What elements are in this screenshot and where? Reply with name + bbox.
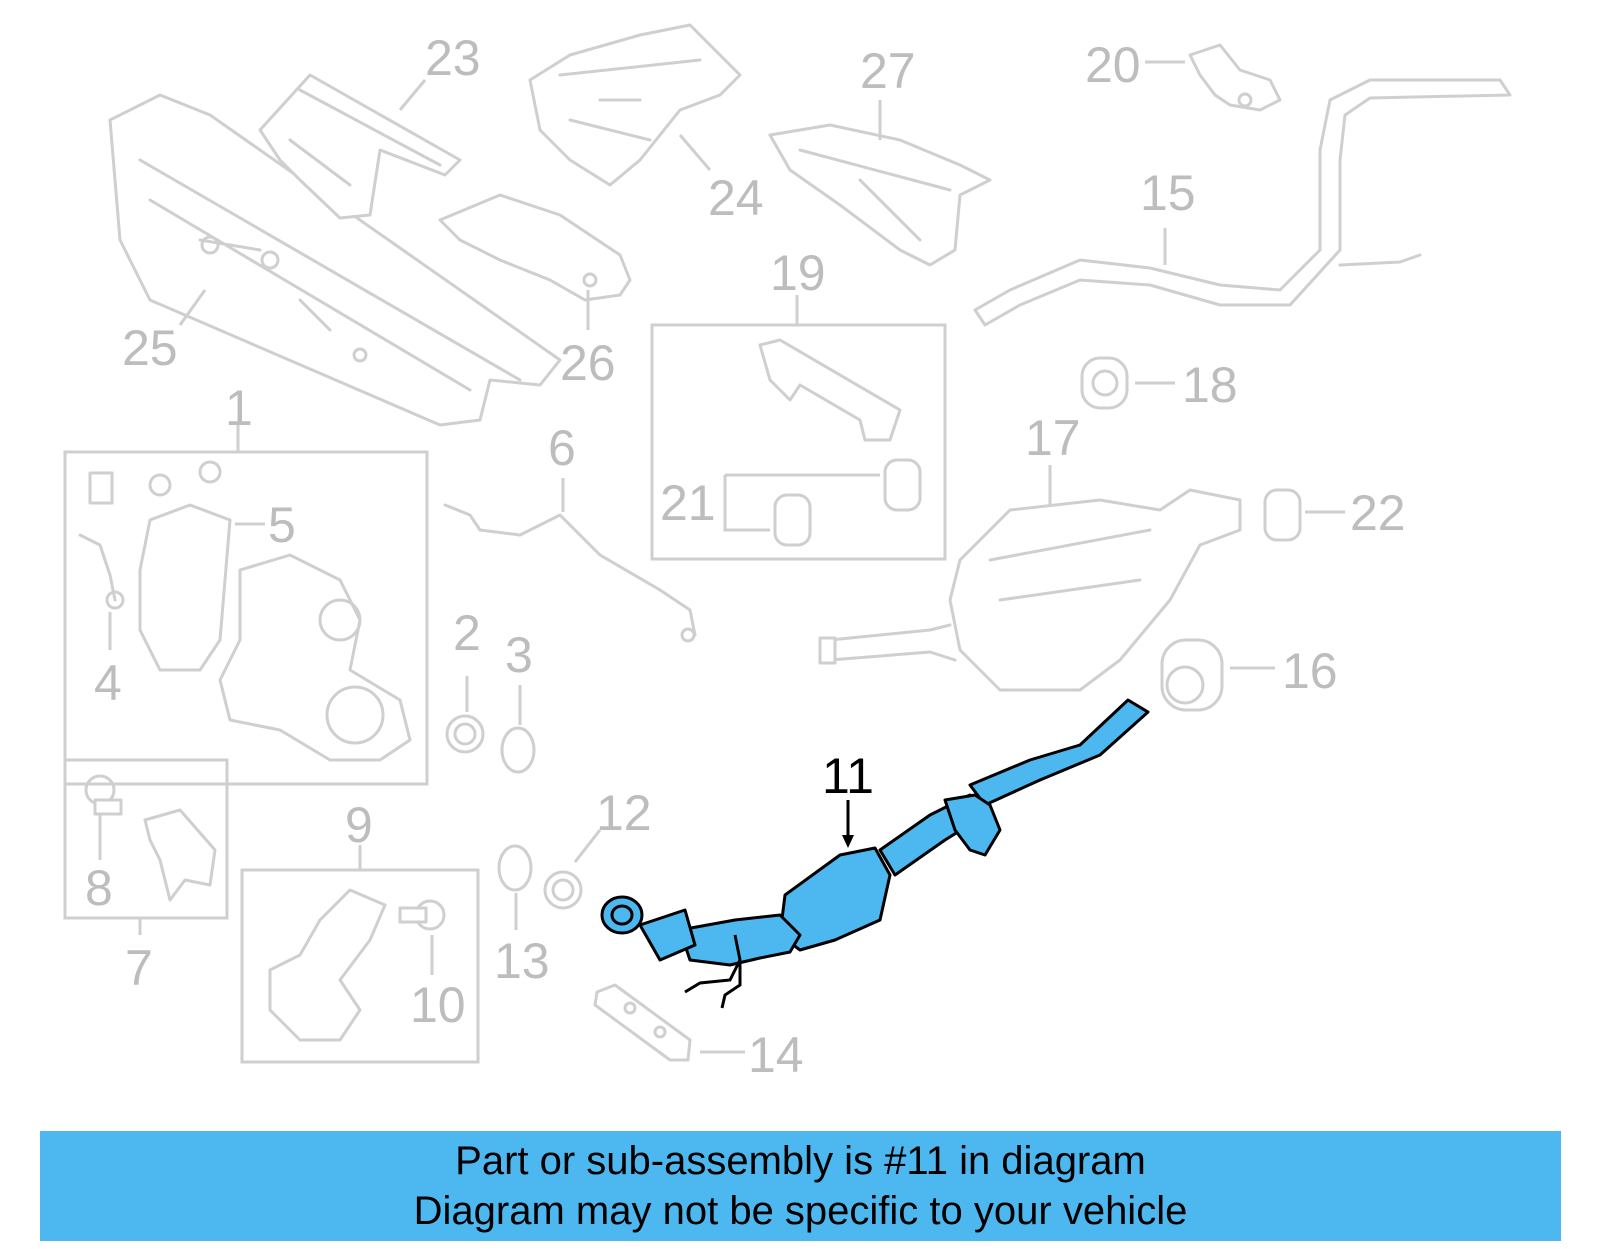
callout-11: 11: [822, 748, 874, 804]
callout-20: 20: [1085, 37, 1141, 93]
part-10-bolt[interactable]: [398, 899, 446, 931]
part-21-insulator[interactable]: [773, 458, 922, 547]
part-12-clamp[interactable]: [543, 870, 583, 910]
part-16-clamp[interactable]: [1160, 638, 1224, 712]
box-1: [63, 450, 429, 786]
callout-19: 19: [770, 245, 826, 301]
part-27-heat-shield[interactable]: [768, 123, 992, 267]
callout-9: 9: [345, 797, 373, 853]
callout-8: 8: [85, 860, 113, 916]
parts-diagram: 25 23 24 26 27 20 15 19: [63, 23, 1512, 1083]
part-5-heat-shield[interactable]: [138, 503, 232, 672]
part-19-bracket[interactable]: [758, 338, 902, 442]
callout-12: 12: [596, 785, 652, 841]
callout-4: 4: [94, 655, 122, 711]
part-2-clamp[interactable]: [445, 714, 485, 754]
part-17-muffler[interactable]: [818, 488, 1242, 692]
part-14-bracket[interactable]: [593, 983, 692, 1062]
part-20-hanger[interactable]: [1188, 43, 1282, 112]
box-7: [63, 758, 229, 920]
part-25-crossmember[interactable]: [108, 93, 562, 427]
callout-7: 7: [125, 940, 153, 996]
part-3-gasket[interactable]: [500, 726, 536, 774]
part-1-turbo-converter[interactable]: [218, 553, 412, 762]
callout-21: 21: [660, 475, 716, 531]
part-7-bracket[interactable]: [143, 808, 217, 902]
callout-24: 24: [708, 170, 764, 226]
callout-15: 15: [1140, 165, 1196, 221]
part-26-bracket[interactable]: [438, 193, 632, 302]
part-9-bracket[interactable]: [268, 888, 387, 1042]
part-22-insulator[interactable]: [1263, 488, 1302, 542]
callout-22: 22: [1350, 485, 1406, 541]
callout-1: 1: [225, 380, 253, 436]
part-18-clamp[interactable]: [1080, 356, 1129, 410]
callout-14: 14: [748, 1027, 804, 1083]
callout-23: 23: [425, 30, 481, 86]
callout-5: 5: [268, 497, 296, 553]
part-24-heat-shield[interactable]: [528, 23, 742, 187]
callout-13: 13: [494, 933, 550, 989]
part-8-bolt[interactable]: [84, 774, 123, 816]
callout-25: 25: [122, 320, 178, 376]
part-13-gasket[interactable]: [497, 844, 533, 892]
part-23-heat-shield[interactable]: [258, 73, 462, 220]
callout-10: 10: [410, 977, 466, 1033]
banner-line-2: Diagram may not be specific to your vehi…: [413, 1189, 1188, 1233]
callout-16: 16: [1282, 643, 1338, 699]
part-6-sensor-line[interactable]: [443, 503, 697, 643]
callout-26: 26: [560, 335, 616, 391]
callout-18: 18: [1182, 357, 1238, 413]
part-4-sensor[interactable]: [78, 533, 125, 610]
callout-2: 2: [453, 605, 481, 661]
info-banner: Part or sub-assembly is #11 in diagram D…: [40, 1131, 1561, 1241]
callout-17: 17: [1025, 410, 1081, 466]
callout-3: 3: [505, 627, 533, 683]
part-bolts-top[interactable]: [88, 460, 222, 505]
part-11-catalytic-converter[interactable]: [600, 698, 1150, 1009]
callout-6: 6: [548, 420, 576, 476]
callout-27: 27: [860, 43, 916, 99]
banner-line-1: Part or sub-assembly is #11 in diagram: [455, 1139, 1146, 1183]
part-15-pipe[interactable]: [973, 78, 1512, 327]
